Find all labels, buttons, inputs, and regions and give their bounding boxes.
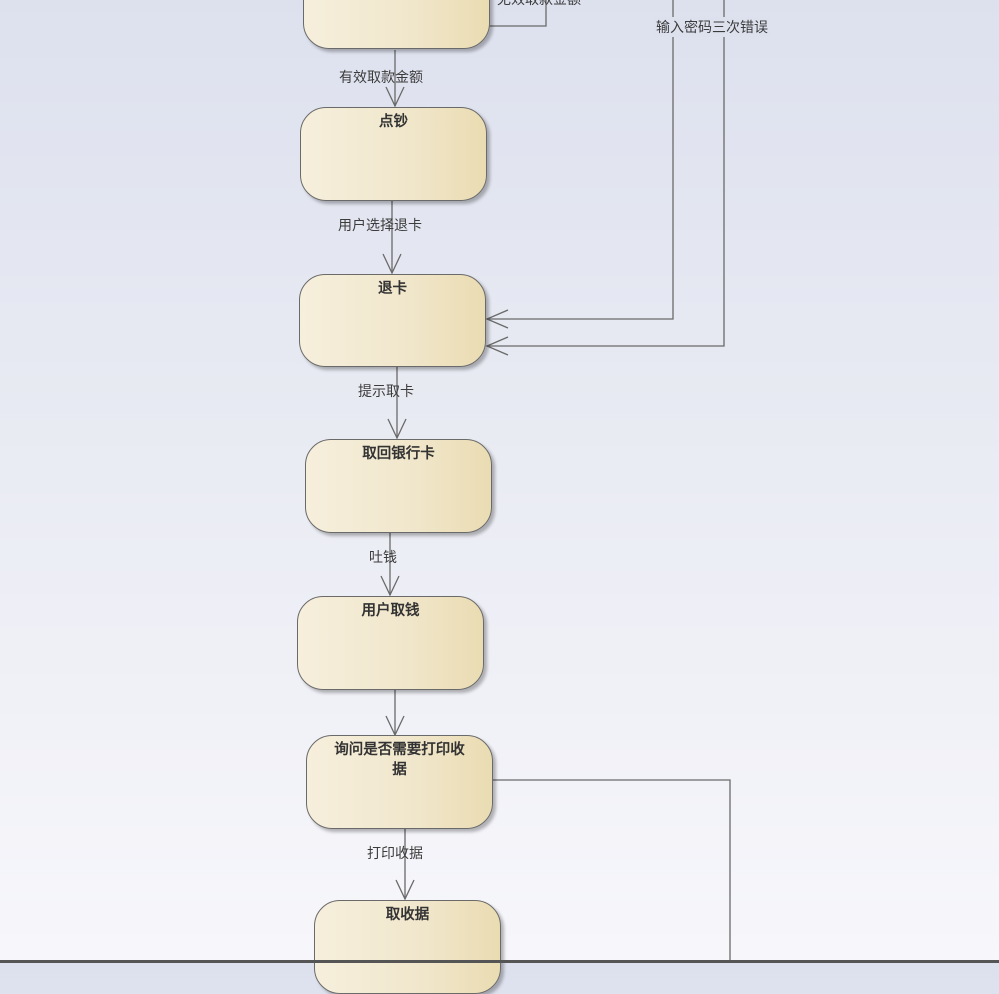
edge-label-valid-amount: 有效取款金额 [339, 70, 423, 86]
activity-diagram: 点钞 退卡 取回银行卡 用户取钱 询问是否需要打印收据 取收据 有效取款金额 用… [297, 0, 770, 994]
node-take-back-card-label: 取回银行卡 [362, 445, 435, 462]
arrowhead-dispense-cash [380, 575, 400, 597]
arrowhead-print-receipt [395, 879, 415, 901]
node-top-partial[interactable] [303, 0, 490, 49]
arrowhead-wrong-pwd-a [485, 309, 509, 329]
edge-wrong-pwd-b [487, 0, 725, 347]
node-count-cash[interactable]: 点钞 [300, 107, 487, 201]
arrowhead-prompt-take-card [387, 418, 407, 440]
edge-label-wrong-password: 输入密码三次错误 [654, 17, 770, 37]
edge-label-prompt-take-card: 提示取卡 [358, 384, 414, 400]
node-user-take-cash[interactable]: 用户取钱 [297, 596, 484, 690]
node-count-cash-label: 点钞 [379, 113, 408, 130]
diagram-connectors [380, 0, 731, 963]
arrowhead-user-choose-return [382, 253, 402, 275]
edge-no-print [493, 779, 731, 963]
node-take-receipt-label: 取收据 [385, 906, 430, 923]
node-ask-print-receipt[interactable]: 询问是否需要打印收据 [306, 735, 493, 829]
arrowhead-wrong-pwd-b [485, 336, 509, 356]
edge-label-invalid-amount: 无效取款金额 [497, 0, 581, 8]
node-take-receipt[interactable]: 取收据 [314, 900, 501, 994]
node-user-take-cash-label: 用户取钱 [361, 602, 420, 619]
edge-label-user-choose-return: 用户选择退卡 [338, 218, 422, 234]
node-return-card[interactable]: 退卡 [299, 274, 486, 367]
arrowhead-valid-amount [385, 86, 405, 108]
edge-label-print-receipt: 打印收据 [367, 846, 423, 862]
node-return-card-label: 退卡 [378, 280, 407, 297]
canvas-bottom-border [0, 960, 999, 963]
edge-invalid-amount-loop [488, 0, 547, 27]
node-ask-print-receipt-label: 询问是否需要打印收据 [334, 741, 465, 778]
edge-wrong-pwd-a [487, 0, 674, 320]
edge-label-dispense-cash: 吐钱 [369, 550, 397, 566]
node-take-back-card[interactable]: 取回银行卡 [305, 439, 492, 533]
